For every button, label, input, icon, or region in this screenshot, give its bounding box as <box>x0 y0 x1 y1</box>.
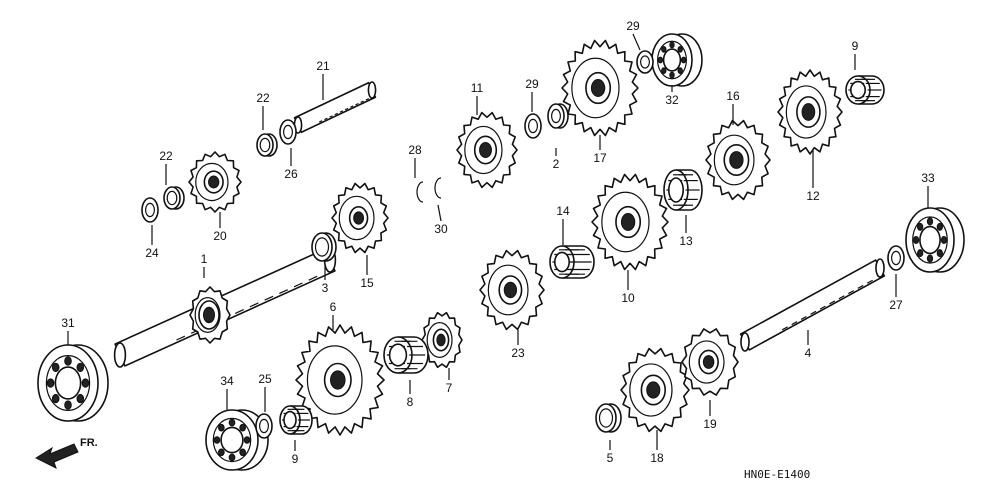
circlip-28-shape <box>416 181 424 203</box>
parts-layer <box>37 33 965 471</box>
part-callout-14: 14 <box>556 204 570 218</box>
part-callout-9: 9 <box>292 452 299 466</box>
part-callout-10: 10 <box>621 291 635 305</box>
part-callout-13: 13 <box>679 234 693 248</box>
bearing-34-shape <box>205 409 269 471</box>
part-callout-21: 21 <box>316 59 330 73</box>
part-callout-34: 34 <box>220 374 234 388</box>
washer-29a-shape <box>524 113 542 139</box>
bearing-32-shape <box>651 33 703 87</box>
part-callout-17: 17 <box>593 151 607 165</box>
gear-19-shape <box>681 328 739 396</box>
part-callout-1: 1 <box>201 252 208 266</box>
part-callout-27: 27 <box>889 298 903 312</box>
front-arrow-icon <box>34 443 79 469</box>
part-callout-22: 22 <box>256 91 270 105</box>
gear-1-spline-shape <box>189 286 231 344</box>
part-callout-22: 22 <box>159 149 173 163</box>
needle-9b-shape <box>845 75 885 105</box>
washer-27-shape <box>887 245 905 271</box>
gear-17-shape <box>561 39 639 137</box>
part-callout-8: 8 <box>407 395 414 409</box>
bushing-14-shape <box>549 245 595 279</box>
gear-18-shape <box>620 347 690 433</box>
needle-9a-shape <box>279 405 313 435</box>
part-callout-26: 26 <box>284 167 298 181</box>
part-callout-33: 33 <box>921 171 935 185</box>
washer-24-shape <box>141 197 159 223</box>
part-callout-24: 24 <box>145 246 159 260</box>
callout-leader <box>632 33 641 51</box>
gear-10-shape <box>591 173 669 271</box>
part-callout-19: 19 <box>703 417 717 431</box>
gear-23-shape <box>479 249 545 331</box>
part-callout-6: 6 <box>330 300 337 314</box>
gear-15-shape <box>331 182 389 254</box>
part-callout-23: 23 <box>511 346 525 360</box>
part-callout-7: 7 <box>446 381 453 395</box>
part-callout-31: 31 <box>61 316 75 330</box>
part-callout-32: 32 <box>665 93 679 107</box>
part-callout-25: 25 <box>258 372 272 386</box>
washer-22a-shape <box>163 186 185 210</box>
part-callout-12: 12 <box>806 189 820 203</box>
part-callout-28: 28 <box>408 143 422 157</box>
part-callout-20: 20 <box>213 229 227 243</box>
washer-26-shape <box>279 119 297 145</box>
washer-25-shape <box>255 413 273 439</box>
needle-8-shape <box>383 336 429 374</box>
bushing-13-shape <box>663 169 703 211</box>
small-shaft-shape <box>293 81 377 134</box>
gear-16-shape <box>705 119 771 201</box>
labels-layer: 1234567899101112131415161718192021222223… <box>61 19 935 466</box>
washer-29b-shape <box>636 50 654 74</box>
collar-5-shape <box>595 403 622 433</box>
mainshaft-shape <box>739 258 886 352</box>
part-callout-5: 5 <box>607 451 614 465</box>
part-callout-9: 9 <box>852 39 859 53</box>
gear-6-shape <box>295 324 385 436</box>
gear-11-shape <box>456 111 518 189</box>
bearing-31-shape <box>37 344 109 422</box>
part-callout-30: 30 <box>434 222 448 236</box>
callout-leader <box>437 204 442 222</box>
part-callout-29: 29 <box>525 77 539 91</box>
gear-7-shape <box>421 311 463 369</box>
circlip-30-shape <box>434 177 442 199</box>
part-callout-4: 4 <box>805 346 812 360</box>
part-callout-15: 15 <box>360 276 374 290</box>
direction-indicator: FR. <box>34 437 98 469</box>
part-callout-11: 11 <box>471 81 484 95</box>
direction-label: FR. <box>80 437 98 449</box>
washer-22b-shape <box>256 133 278 157</box>
gear-20-shape <box>188 151 242 213</box>
part-callout-18: 18 <box>650 451 664 465</box>
part-callout-2: 2 <box>553 157 560 171</box>
collar-3-shape <box>311 232 337 262</box>
washer-2-shape <box>547 103 569 129</box>
part-callout-3: 3 <box>322 281 329 295</box>
diagram-code: HN0E-E1400 <box>744 468 810 481</box>
bearing-33-shape <box>905 207 965 273</box>
part-callout-29: 29 <box>626 19 640 33</box>
gear-12-shape <box>777 69 843 155</box>
part-callout-16: 16 <box>726 89 740 103</box>
